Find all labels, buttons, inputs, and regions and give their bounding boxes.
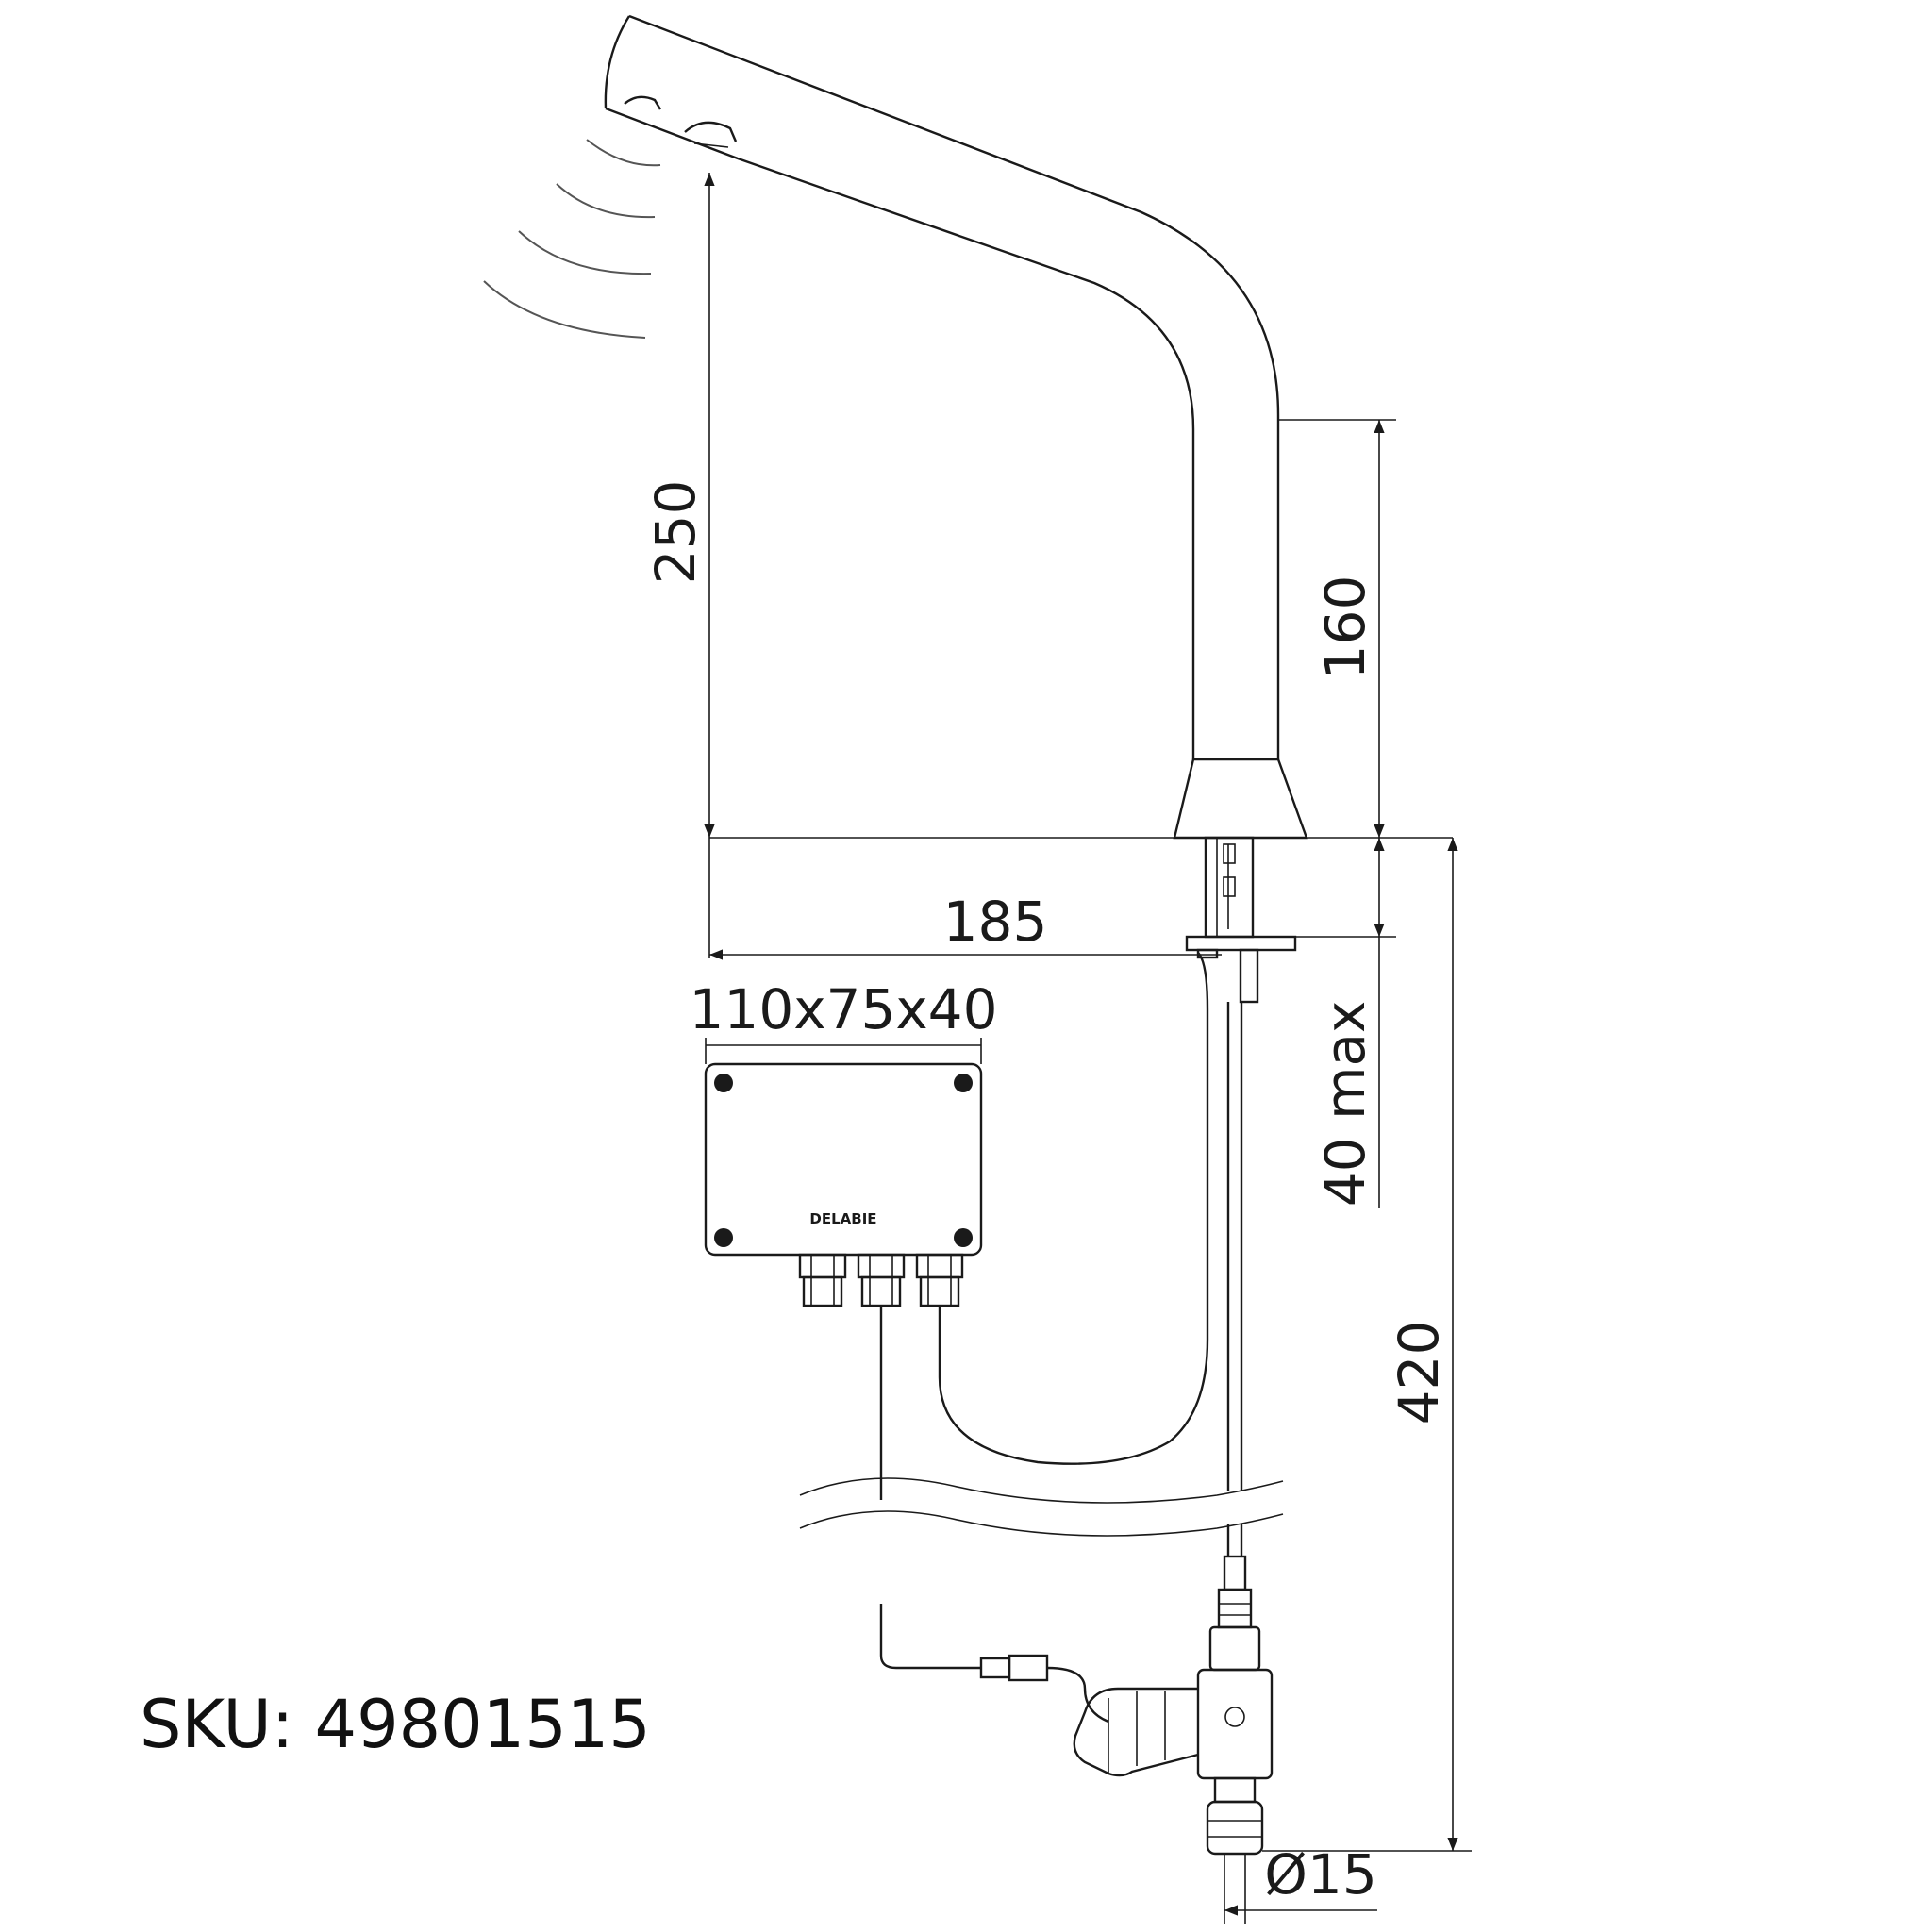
cable-connector (979, 1654, 1109, 1724)
water-hose-lower (1217, 1524, 1253, 1629)
dimension-185: 185 (709, 890, 1222, 960)
sensor-waves-icon (483, 139, 661, 339)
dimension-diameter-label: Ø15 (1264, 1842, 1376, 1907)
dimension-40-max-label: 40 max (1313, 1001, 1377, 1208)
dimension-250-label: 250 (643, 480, 708, 585)
solenoid-cable (879, 1306, 981, 1670)
sku-label: SKU: 49801515 (140, 1686, 651, 1763)
solenoid-valve (1073, 1625, 1274, 1856)
dimension-420: 420 (1262, 838, 1472, 1852)
dimension-control-box-label: 110x75x40 (690, 977, 998, 1041)
dimension-160: 160 (1278, 419, 1396, 838)
dimension-420-label: 420 (1387, 1321, 1451, 1425)
dimension-160-label: 160 (1313, 575, 1377, 680)
break-lines (799, 1477, 1284, 1537)
faucet-base (1173, 758, 1308, 1491)
faucet-spout (604, 14, 1280, 759)
dimension-diameter: Ø15 (1224, 1842, 1377, 1924)
dimension-control-box: 110x75x40 (690, 977, 998, 1064)
control-box: DELABIE (704, 1062, 983, 1307)
control-box-brand: DELABIE (809, 1210, 876, 1227)
dimension-185-label: 185 (943, 890, 1048, 954)
dimension-40-max: 40 max (1295, 838, 1396, 1208)
sensor-cable (938, 952, 1209, 1465)
dimension-250: 250 (643, 173, 715, 838)
cable-glands (798, 1253, 964, 1307)
